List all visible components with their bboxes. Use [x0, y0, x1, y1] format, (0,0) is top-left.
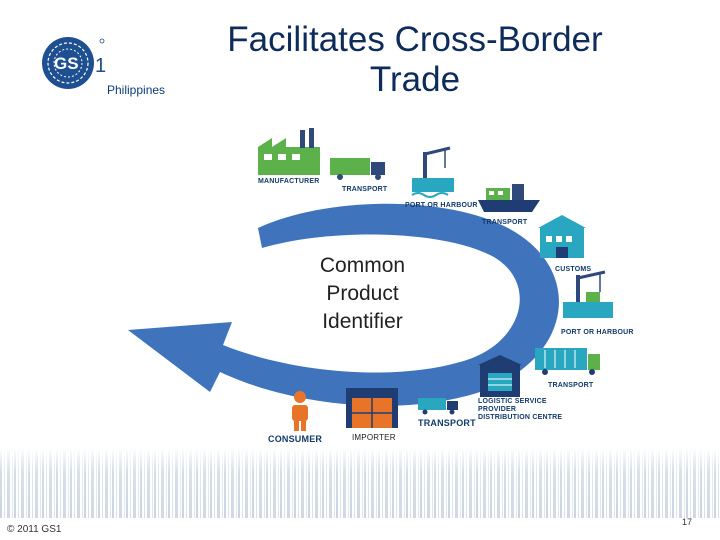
- label-lsp: LOGISTIC SERVICE PROVIDER DISTRIBUTION C…: [478, 398, 562, 422]
- label-port-2: PORT OR HARBOUR: [561, 329, 634, 336]
- logo-one: 1: [95, 55, 106, 77]
- label-transport-3: TRANSPORT: [548, 382, 594, 389]
- cycle-center-label: Common Product Identifier: [290, 252, 435, 336]
- manufacturer-icon: [258, 128, 320, 175]
- label-transport-4: TRANSPORT: [418, 418, 476, 428]
- barcode-decoration: [0, 448, 720, 518]
- transport-truck-icon-1: [330, 158, 385, 180]
- importer-warehouse-icon: [346, 388, 398, 428]
- label-consumer: CONSUMER: [268, 434, 323, 444]
- center-line-1: Common: [319, 254, 406, 277]
- transport-container-icon: [535, 348, 600, 375]
- title-line-2: Trade: [369, 60, 461, 99]
- gs1-logo: GS 1: [42, 37, 106, 89]
- customs-building-icon: [538, 215, 586, 258]
- title-line-1: Facilitates Cross-Border: [227, 20, 603, 59]
- label-lsp-line-1: LOGISTIC SERVICE: [478, 398, 547, 405]
- label-lsp-line-3: DISTRIBUTION CENTRE: [478, 414, 563, 421]
- port-crane-icon-2: [563, 270, 613, 318]
- center-line-2: Product: [326, 282, 399, 305]
- label-manufacturer: MANUFACTURER: [258, 178, 320, 185]
- page-number: 17: [681, 517, 692, 527]
- center-line-3: Identifier: [322, 310, 403, 333]
- label-lsp-line-2: PROVIDER: [478, 406, 517, 413]
- label-customs: CUSTOMS: [555, 266, 592, 273]
- transport-truck-icon-4: [418, 398, 458, 415]
- logo-text: GS: [54, 54, 79, 73]
- cycle-arrow: [128, 203, 559, 406]
- label-importer: IMPORTER: [352, 433, 396, 442]
- distribution-centre-icon: [478, 355, 522, 397]
- ship-icon: [478, 184, 540, 212]
- label-transport-2: TRANSPORT: [482, 219, 528, 226]
- port-crane-icon-1: [411, 146, 454, 198]
- label-transport-1: TRANSPORT: [342, 186, 388, 193]
- slide-title: Facilitates Cross-Border Trade: [170, 20, 660, 100]
- country-label: Philippines: [107, 83, 166, 97]
- label-port-1: PORT OR HARBOUR: [405, 202, 478, 209]
- copyright-text: © 2011 GS1: [7, 524, 62, 535]
- consumer-person-icon: [292, 391, 308, 431]
